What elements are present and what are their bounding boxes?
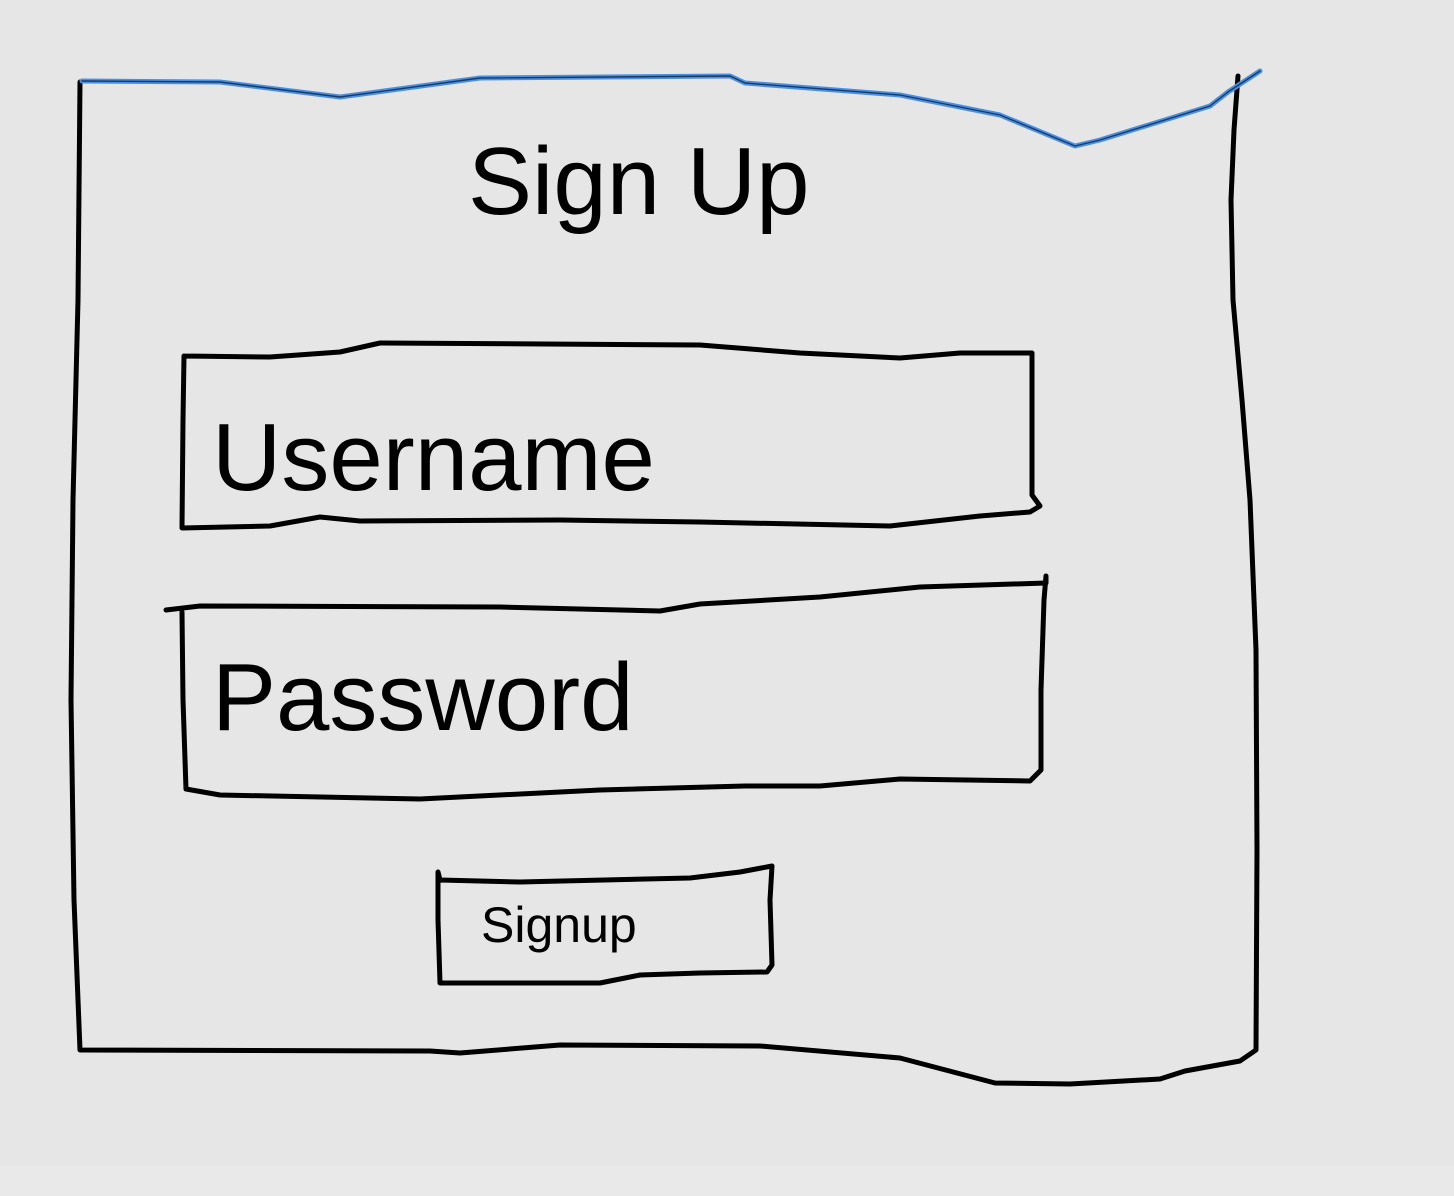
- username-field-label: Username: [212, 404, 655, 511]
- page-title: Sign Up: [468, 128, 810, 235]
- signup-button-outline: [435, 863, 775, 986]
- password-field-label: Password: [212, 644, 634, 751]
- signup-button-label: Signup: [481, 897, 637, 953]
- username-box-outline: [179, 340, 1043, 531]
- bottom-strip: [0, 1166, 1454, 1196]
- card-outline: [68, 73, 1260, 1087]
- password-box-outline: [163, 573, 1049, 802]
